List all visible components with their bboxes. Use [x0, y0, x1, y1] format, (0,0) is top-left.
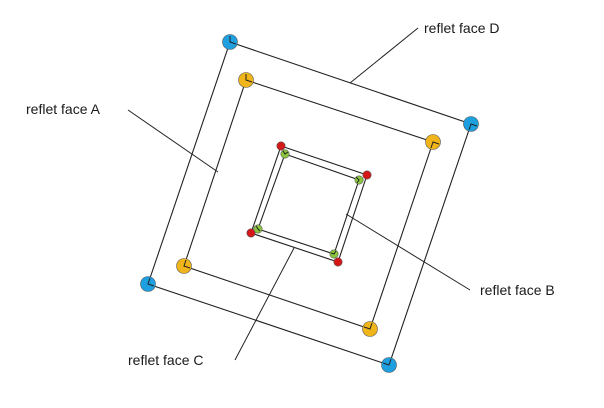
- inner-inner-corner-markers: [253, 149, 364, 259]
- inner-outer-corner-marker: [362, 170, 372, 180]
- inner-outer-corner-marker: [246, 228, 256, 238]
- leader-face-c: [234, 247, 295, 361]
- label-face-a: reflet face A: [26, 101, 100, 117]
- leader-face-d: [349, 27, 419, 84]
- corner-ticks: [147, 36, 478, 366]
- middle-square: [183, 79, 434, 330]
- leader-face-a: [127, 109, 219, 173]
- outer-square: [147, 41, 472, 366]
- inner-outer-corner-marker: [276, 141, 286, 151]
- inner-outer-corner-marker: [333, 257, 343, 267]
- label-face-c: reflet face C: [128, 352, 204, 368]
- leader-face-b: [345, 213, 471, 291]
- label-face-d: reflet face D: [424, 20, 500, 36]
- inner-square-outer: [250, 145, 368, 263]
- middle-corner-markers: [176, 72, 441, 337]
- label-face-b: reflet face B: [480, 282, 555, 298]
- inner-outer-corner-markers: [246, 141, 372, 267]
- outer-corner-markers: [140, 34, 479, 373]
